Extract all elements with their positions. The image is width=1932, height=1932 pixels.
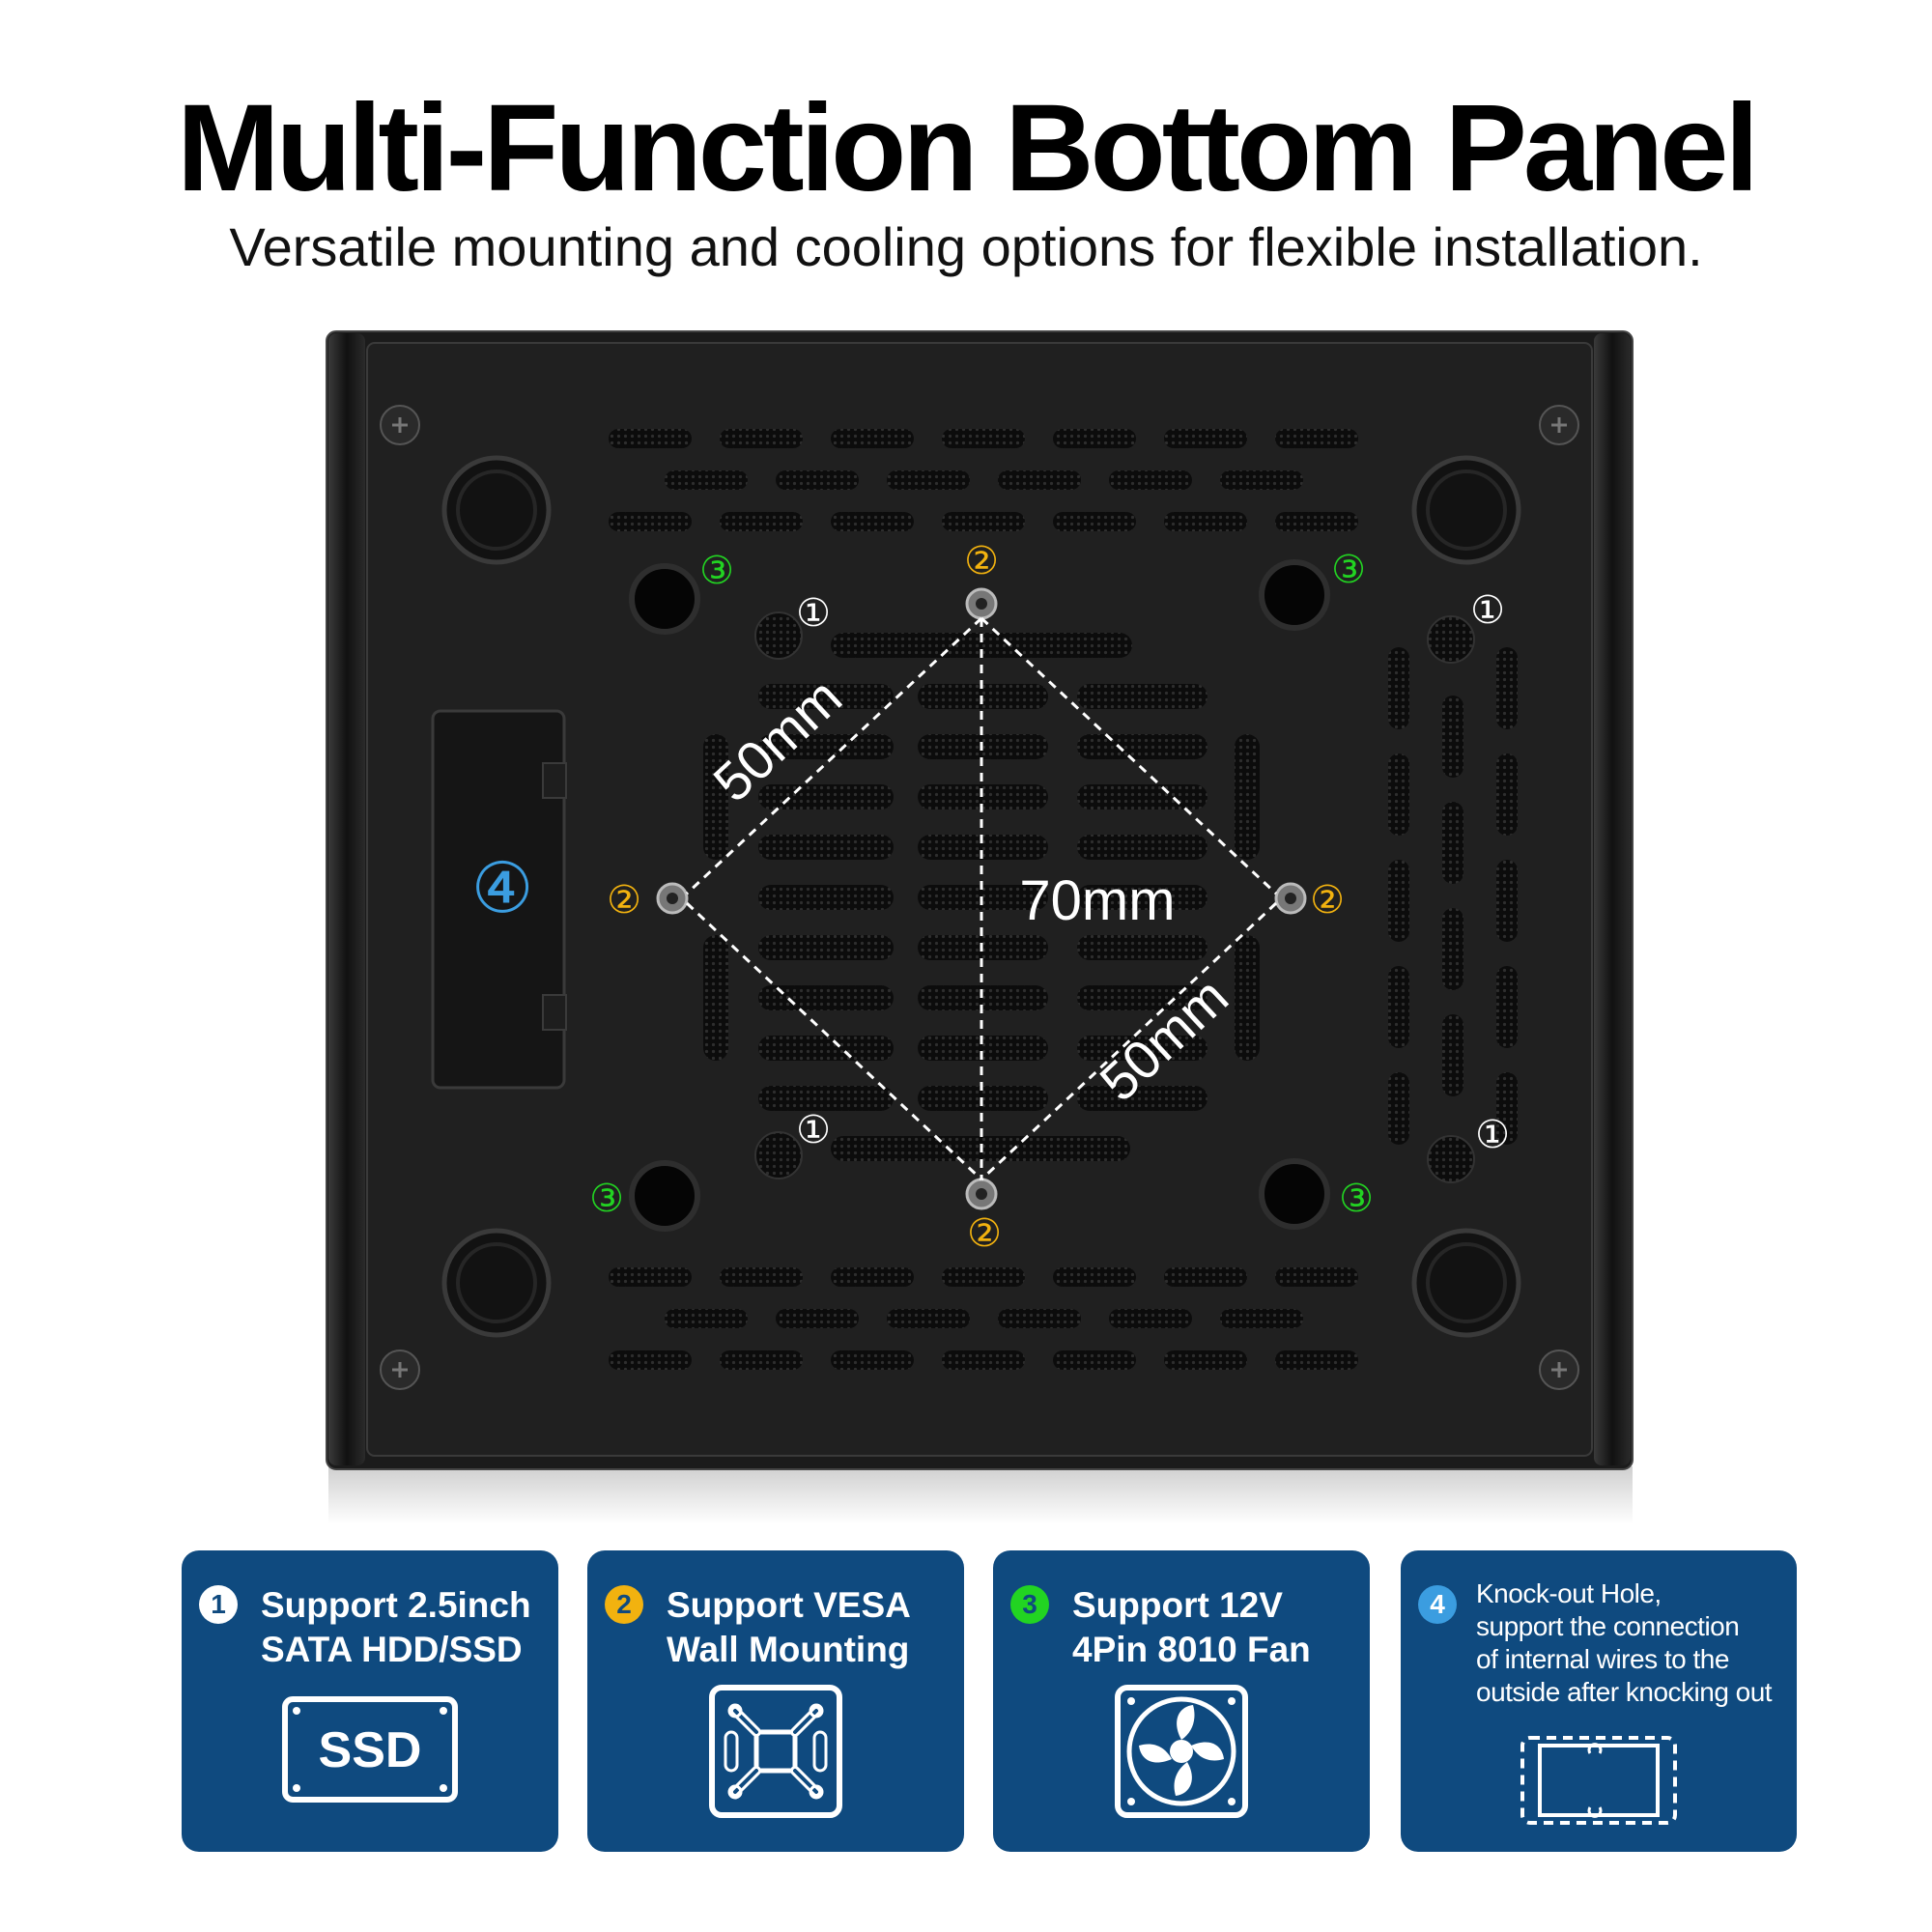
svg-text:SSD: SSD	[319, 1722, 422, 1778]
fan-icon	[1115, 1685, 1248, 1818]
feature-card-text: Support 12V 4Pin 8010 Fan	[1072, 1585, 1311, 1669]
dimension-label-vertical: 70mm	[1019, 869, 1175, 932]
marker-vesa: ②	[967, 1211, 1002, 1256]
vesa-mount-icon	[709, 1685, 842, 1818]
ssd-icon: SSD	[282, 1696, 458, 1803]
badge-vesa: 2	[605, 1585, 643, 1624]
knockout-panel	[431, 709, 566, 1090]
fan-screw-hole-icon	[629, 559, 1330, 1232]
bottom-vents	[609, 1267, 1358, 1370]
feature-card-knockout: 4 Knock-out Hole, support the connection…	[1401, 1550, 1797, 1852]
bottom-panel-illustration: 50mm 50mm 70mm ① ① ① ① ② ② ② ② ③ ③ ③ ③ ④	[326, 330, 1634, 1524]
marker-fan: ③	[589, 1177, 624, 1221]
side-vents	[1388, 647, 1518, 1145]
marker-fan: ③	[1339, 1177, 1374, 1221]
marker-fan: ③	[1331, 548, 1366, 592]
fan-grille	[703, 633, 1260, 1161]
marker-hdd: ①	[796, 591, 831, 636]
marker-hdd: ①	[796, 1108, 831, 1152]
knockout-hole-icon	[1520, 1736, 1677, 1825]
dimension-lines	[685, 616, 1278, 1181]
marker-vesa: ②	[607, 878, 641, 923]
marker-hdd: ①	[1475, 1113, 1510, 1157]
badge-fan: 3	[1010, 1585, 1049, 1624]
badge-hdd: 1	[199, 1585, 238, 1624]
marker-vesa: ②	[1310, 878, 1345, 923]
marker-knockout: ④	[471, 847, 534, 928]
feature-card-text: Support 2.5inch SATA HDD/SSD	[261, 1585, 531, 1669]
badge-knockout: 4	[1418, 1585, 1457, 1624]
feature-card-fan: 3 Support 12V 4Pin 8010 Fan	[993, 1550, 1370, 1852]
marker-hdd: ①	[1470, 588, 1505, 633]
feature-card-hdd: 1 Support 2.5inch SATA HDD/SSD SSD	[182, 1550, 558, 1852]
page-title: Multi-Function Bottom Panel	[177, 79, 1759, 217]
feature-card-vesa: 2 Support VESA Wall Mounting	[587, 1550, 964, 1852]
marker-fan: ③	[699, 549, 734, 593]
top-vents	[609, 429, 1358, 531]
feature-card-text: Support VESA Wall Mounting	[667, 1585, 911, 1669]
page-subtitle: Versatile mounting and cooling options f…	[229, 216, 1703, 277]
feature-card-text: Knock-out Hole, support the connection o…	[1476, 1578, 1773, 1707]
marker-vesa: ②	[964, 539, 999, 583]
feature-cards: 1 Support 2.5inch SATA HDD/SSD SSD 2 Sup…	[182, 1550, 1797, 1852]
hdd-hole-icon	[754, 611, 1475, 1183]
